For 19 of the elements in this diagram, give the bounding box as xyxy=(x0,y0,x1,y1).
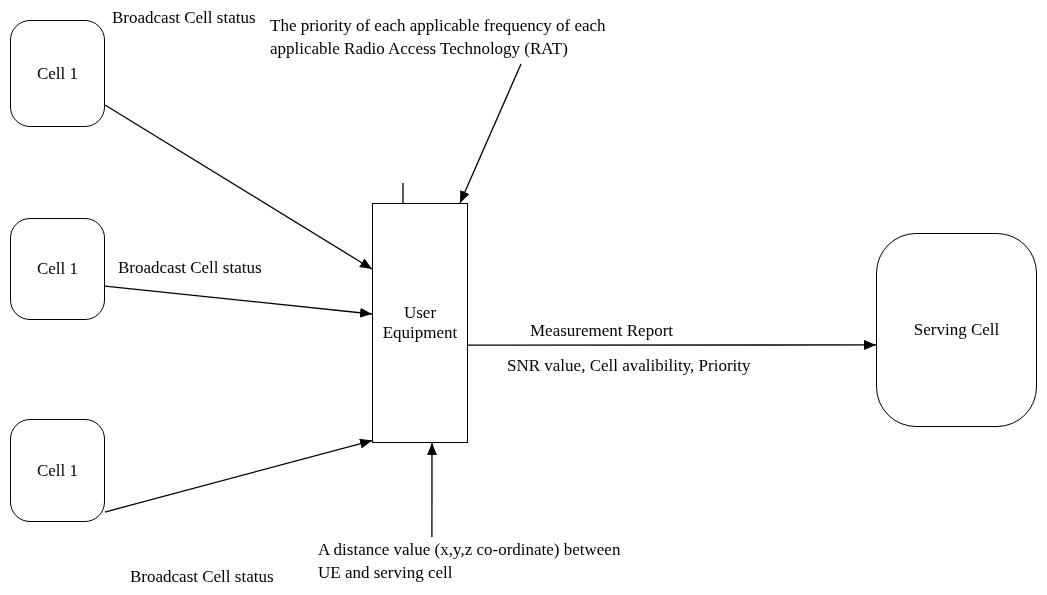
cell-box xyxy=(10,419,105,522)
arrow xyxy=(459,63,522,204)
equipment-box xyxy=(372,203,468,443)
node-label: Cell 1 xyxy=(36,63,79,84)
cell-box xyxy=(10,20,105,127)
note-text: A distance value (x,y,z co-ordinate) between UE and serving cell xyxy=(318,537,638,587)
node-label: Cell 1 xyxy=(36,460,79,481)
arrow xyxy=(427,442,437,538)
cell-box xyxy=(10,218,105,320)
arrow xyxy=(104,438,373,513)
arrow xyxy=(104,104,373,270)
node-label: Cell 1 xyxy=(36,259,79,279)
note-text: The priority of each applicable frequency of each applicable Radio Access Technology (RAT) xyxy=(270,12,670,64)
cell-box xyxy=(876,233,1037,427)
note-text: SNR value, Cell avalibility, Priority xyxy=(507,356,751,377)
arrow xyxy=(467,339,877,350)
node-label: Serving Cell xyxy=(913,320,1000,340)
node-label: User Equipment xyxy=(381,303,459,343)
arrow xyxy=(104,285,373,318)
